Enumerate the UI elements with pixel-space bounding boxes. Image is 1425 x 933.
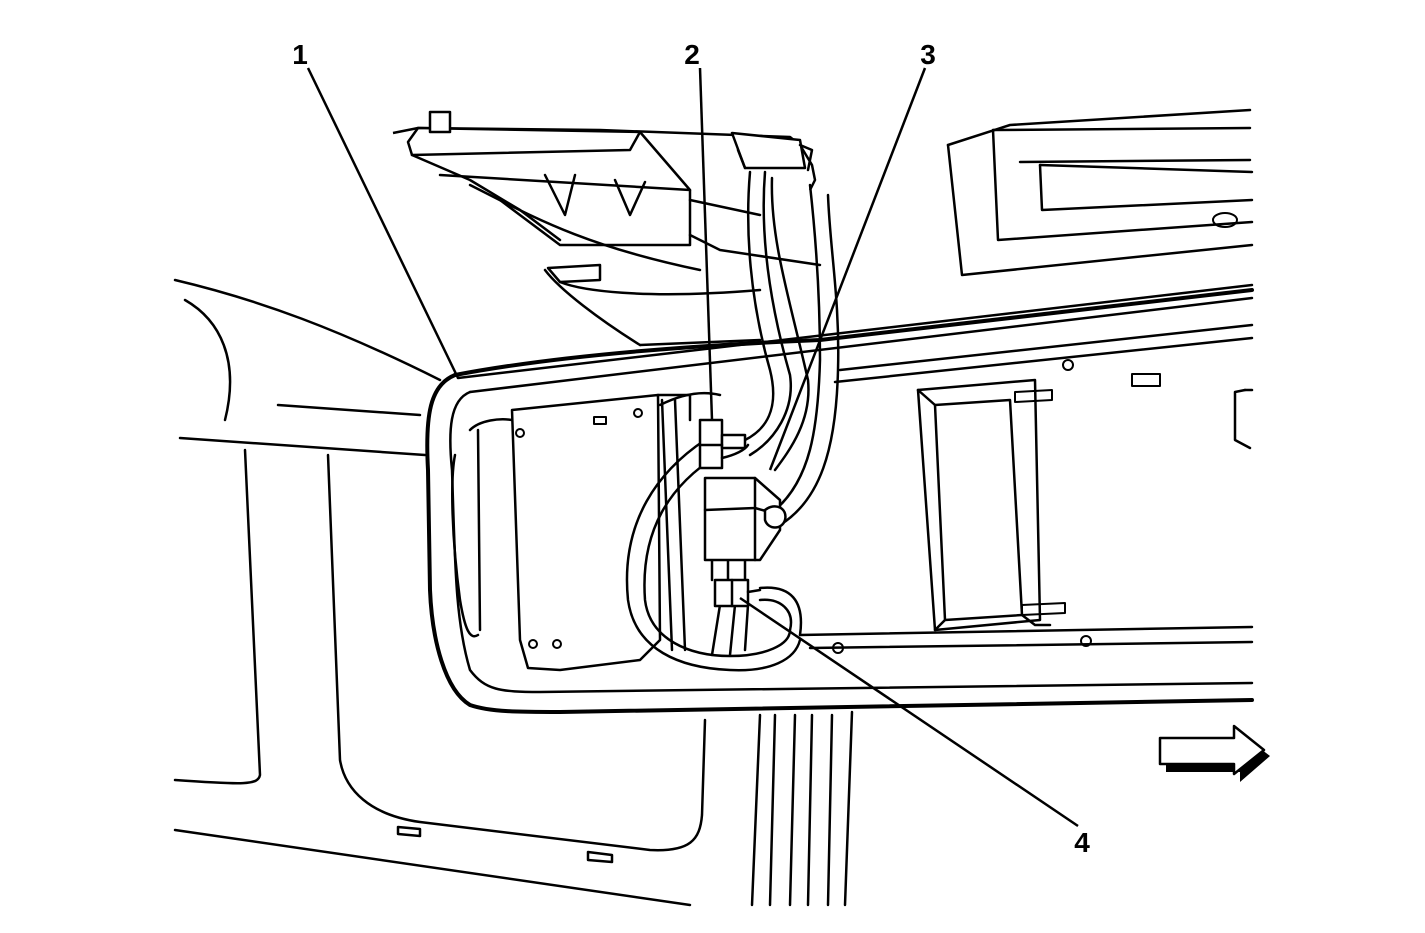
callout-4: 4 bbox=[1074, 827, 1090, 858]
connector-4 bbox=[713, 578, 762, 608]
left-panel-outline bbox=[173, 278, 707, 907]
callout-2: 2 bbox=[684, 39, 700, 70]
callout-3: 3 bbox=[920, 39, 936, 70]
connector-2 bbox=[698, 418, 750, 470]
module-3 bbox=[703, 476, 787, 562]
leader-lines bbox=[306, 67, 1079, 828]
console-lower-lines bbox=[750, 710, 854, 907]
upper-right-pad bbox=[946, 108, 1254, 277]
storage-compartment bbox=[916, 378, 1066, 632]
console-frame bbox=[425, 288, 1254, 714]
console-rails bbox=[456, 283, 1254, 450]
right-arrow-icon bbox=[1158, 724, 1270, 782]
wiring-harness bbox=[625, 170, 840, 672]
upper-bracket bbox=[392, 110, 822, 347]
callout-1: 1 bbox=[292, 39, 308, 70]
mounting-plate bbox=[510, 391, 722, 672]
